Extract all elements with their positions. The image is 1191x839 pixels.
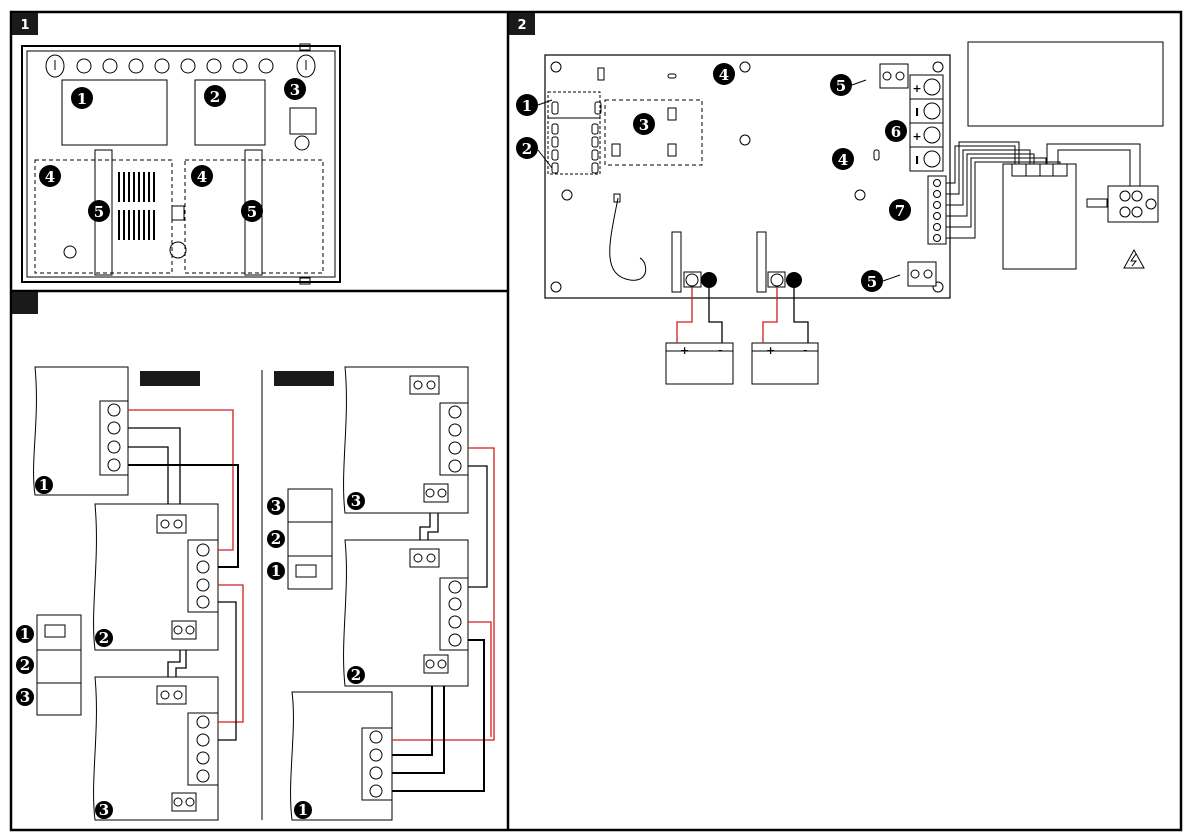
callout-p1-4b: 4 <box>191 165 213 187</box>
callout-p3-seq1b: 1 <box>267 562 285 580</box>
terminal-plus-1: + <box>912 82 921 95</box>
callout-p1-1: 1 <box>71 87 93 109</box>
terminal-block-7 <box>928 176 946 244</box>
callout-p1-4a: 4 <box>39 165 61 187</box>
callout-p3-1b: 1 <box>294 801 312 819</box>
circuit-board <box>545 55 950 298</box>
module-right-2 <box>344 540 468 686</box>
svg-text:1: 1 <box>20 625 30 643</box>
battery-terminals <box>684 272 802 288</box>
black-bar-right <box>274 371 334 386</box>
callout-p3-3a: 3 <box>95 801 113 819</box>
callout-p3-seq1a: 1 <box>16 625 34 643</box>
callout-p2-3: 3 <box>633 113 655 135</box>
callout-p2-6: 6 <box>885 120 907 142</box>
callout-p1-2: 2 <box>204 85 226 107</box>
svg-text:3: 3 <box>290 81 300 99</box>
battery-2 <box>752 343 818 384</box>
callout-p1-5b: 5 <box>241 200 263 222</box>
svg-text:3: 3 <box>639 116 649 134</box>
svg-text:1: 1 <box>298 801 308 819</box>
sequence-stack-right <box>288 489 332 589</box>
svg-text:5: 5 <box>867 273 877 291</box>
battery-2-plus: + <box>766 344 775 357</box>
module-left-3 <box>94 677 218 820</box>
callout-p3-3b: 3 <box>347 492 365 510</box>
battery-1-minus: - <box>718 344 723 357</box>
battery-2-minus: - <box>803 344 808 357</box>
svg-text:3: 3 <box>20 688 30 706</box>
callout-p2-7: 7 <box>889 199 911 221</box>
svg-text:4: 4 <box>838 151 848 169</box>
panel-1-label: 1 <box>12 13 38 35</box>
svg-text:4: 4 <box>197 168 207 186</box>
module-left-2 <box>94 504 218 650</box>
svg-text:2: 2 <box>517 18 526 33</box>
terminal-plus-2: + <box>912 130 921 143</box>
svg-text:5: 5 <box>836 77 846 95</box>
callout-p3-seq3a: 3 <box>16 688 34 706</box>
callout-p2-1: 1 <box>516 94 552 116</box>
terminal-bar-1: I <box>915 106 919 119</box>
svg-text:2: 2 <box>271 530 281 548</box>
battery-1-plus: + <box>680 344 689 357</box>
svg-text:1: 1 <box>39 476 49 494</box>
svg-text:7: 7 <box>895 202 905 220</box>
terminal-bar-2: I <box>915 154 919 167</box>
connector-top-5 <box>880 64 908 88</box>
svg-text:2: 2 <box>20 656 30 674</box>
callout-p2-4b: 4 <box>832 148 854 170</box>
svg-text:4: 4 <box>719 66 729 84</box>
svg-text:1: 1 <box>77 90 87 108</box>
callout-p3-seq2b: 2 <box>267 530 285 548</box>
module-right-3 <box>344 367 468 513</box>
callout-p3-seq2a: 2 <box>16 656 34 674</box>
battery-1 <box>666 343 733 384</box>
connector-bottom-5 <box>908 262 936 286</box>
svg-text:2: 2 <box>522 140 532 158</box>
callout-p3-2a: 2 <box>95 629 113 647</box>
callout-p2-2: 2 <box>516 137 552 168</box>
callout-p3-seq3b: 3 <box>267 497 285 515</box>
svg-text:6: 6 <box>891 123 901 141</box>
svg-text:3: 3 <box>351 492 361 510</box>
panel-2-label: 2 <box>509 13 535 35</box>
callout-p2-4a: 4 <box>713 63 735 85</box>
svg-text:3: 3 <box>99 801 109 819</box>
callout-p3-2b: 2 <box>347 666 365 684</box>
svg-text:2: 2 <box>210 88 220 106</box>
svg-text:1: 1 <box>271 562 281 580</box>
callout-p3-1a: 1 <box>35 476 53 494</box>
callout-p2-5a: 5 <box>830 74 866 96</box>
callout-p1-5a: 5 <box>88 200 110 222</box>
panel-3-label <box>12 292 38 314</box>
svg-text:4: 4 <box>45 168 55 186</box>
svg-text:1: 1 <box>20 18 29 33</box>
battery-wires <box>677 287 808 343</box>
black-bar-left <box>140 371 200 386</box>
svg-text:2: 2 <box>351 666 361 684</box>
callout-p1-3: 3 <box>284 78 306 100</box>
svg-text:3: 3 <box>271 497 281 515</box>
warning-icon <box>1124 250 1144 268</box>
svg-text:1: 1 <box>522 97 532 115</box>
power-supply <box>968 42 1163 269</box>
mains-terminal <box>1087 186 1158 222</box>
sequence-stack-left <box>37 615 81 715</box>
svg-text:5: 5 <box>94 203 104 221</box>
vent-slots <box>119 172 154 240</box>
callout-p2-5b: 5 <box>861 270 900 292</box>
svg-text:2: 2 <box>99 629 109 647</box>
svg-text:5: 5 <box>247 203 257 221</box>
